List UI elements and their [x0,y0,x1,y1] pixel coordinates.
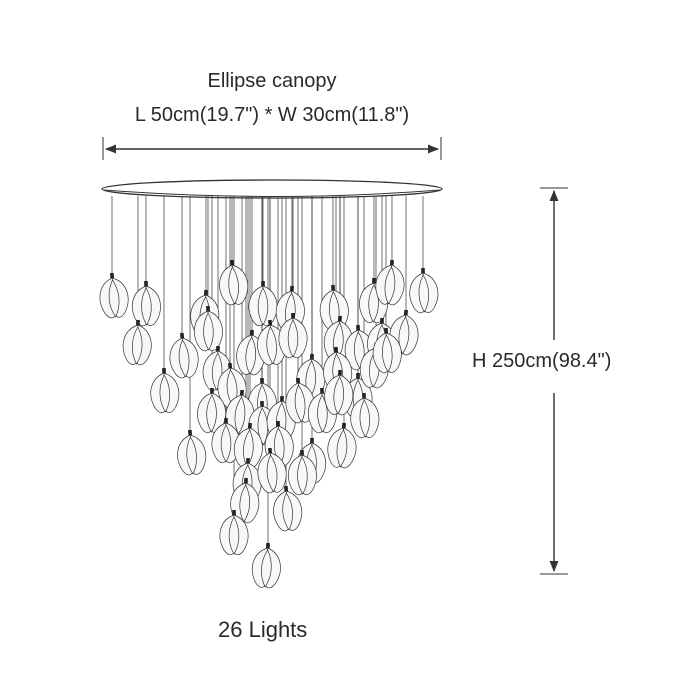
petal-shade [150,367,180,414]
petal-shade [122,319,152,366]
petal-shade [233,422,263,469]
petal-shade [409,267,439,314]
petal-shade [251,542,281,589]
petal-shade [278,313,308,359]
petal-shade [169,332,199,379]
petal-shade [375,259,405,306]
petal-shade [287,449,317,496]
height-dimension-line [540,187,568,575]
petal-shade [327,422,357,469]
petal-shade [219,510,249,556]
petal-shade [177,429,207,476]
petal-shade [131,280,161,327]
pendant-lights [99,196,439,589]
petal-shade [323,315,353,362]
height-label: H 250cm(98.4") [472,350,612,372]
petal-shade [319,284,349,331]
ellipse-canopy [101,179,443,199]
petal-shade [197,387,227,434]
petal-shade [350,392,380,439]
canopy-title: Ellipse canopy [207,70,337,92]
petal-shade [324,369,354,416]
petal-shade [372,327,402,374]
petal-shade [99,272,129,319]
canopy-dimensions: L 50cm(19.7") * W 30cm(11.8") [134,104,410,126]
petal-shade [230,477,260,524]
petal-shade [193,305,223,352]
petal-shade [219,259,249,306]
width-dimension-line [102,137,442,160]
petal-shade [248,281,278,327]
petal-shade [257,319,287,366]
petal-shade [273,485,303,532]
light-count-label: 26 Lights [218,617,308,642]
petal-shade [257,447,287,494]
